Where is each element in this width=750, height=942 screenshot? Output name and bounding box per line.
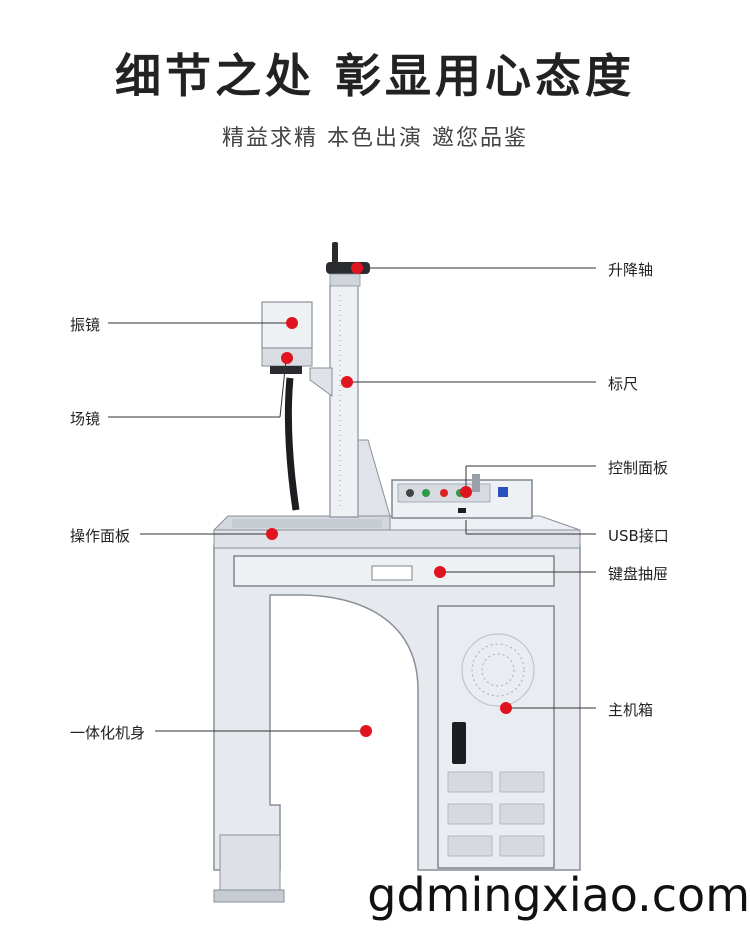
page-subtitle: 精益求精 本色出演 邀您品鉴 <box>222 126 528 151</box>
label-galvo: 振镜 <box>70 316 101 334</box>
marker-galvo <box>286 317 298 329</box>
red-markers <box>266 262 512 737</box>
label-work-table: 操作面板 <box>70 527 131 545</box>
label-lift-axis: 升降轴 <box>608 261 654 279</box>
label-keyboard-drawer: 键盘抽屉 <box>608 565 669 583</box>
label-integrated-body: 一体化机身 <box>70 724 146 742</box>
marker-control-panel <box>460 486 472 498</box>
label-scale: 标尺 <box>608 375 639 393</box>
keyboard-drawer <box>233 555 555 587</box>
marker-work-table <box>266 528 278 540</box>
marker-keyboard-drawer <box>434 566 446 578</box>
marker-main-cabinet <box>500 702 512 714</box>
marker-scale <box>341 376 353 388</box>
galvo-head <box>261 301 333 511</box>
lift-column <box>326 242 391 518</box>
label-usb-port: USB接口 <box>608 527 669 545</box>
page-title: 细节之处 彰显用心态度 <box>114 49 635 103</box>
main-cabinet <box>437 605 555 869</box>
marker-field-lens <box>281 352 293 364</box>
marker-lift-axis <box>351 262 363 274</box>
label-control-panel: 控制面板 <box>608 459 669 477</box>
watermark-text: gdmingxiao.com <box>367 868 750 922</box>
marker-integrated-body <box>360 725 372 737</box>
label-field-lens: 场镜 <box>70 410 101 428</box>
label-main-cabinet: 主机箱 <box>608 701 654 719</box>
leader-lines <box>108 267 596 732</box>
